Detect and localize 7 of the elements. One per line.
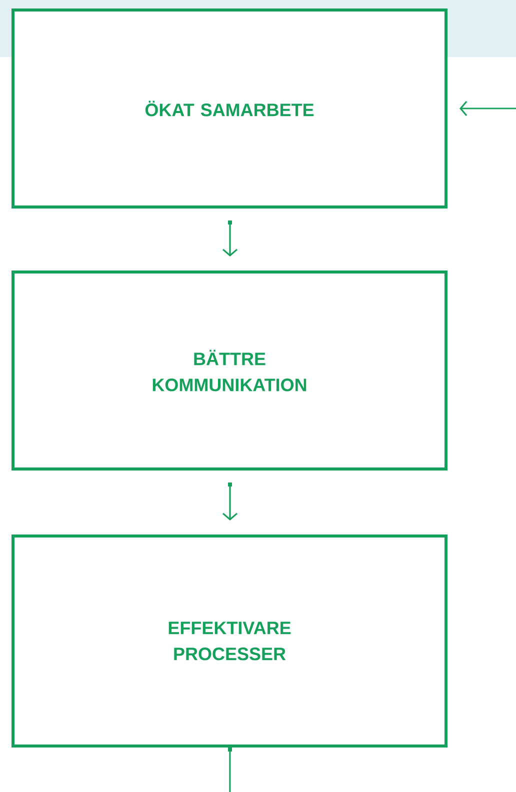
- arrow: [222, 482, 238, 520]
- process-box: EFFEKTIVARE PROCESSER: [12, 534, 448, 748]
- arrow: [222, 220, 238, 256]
- process-box: BÄTTRE KOMMUNIKATION: [12, 270, 448, 470]
- arrow: [460, 100, 516, 116]
- arrow: [228, 748, 232, 792]
- process-box: ÖKAT SAMARBETE: [12, 8, 448, 208]
